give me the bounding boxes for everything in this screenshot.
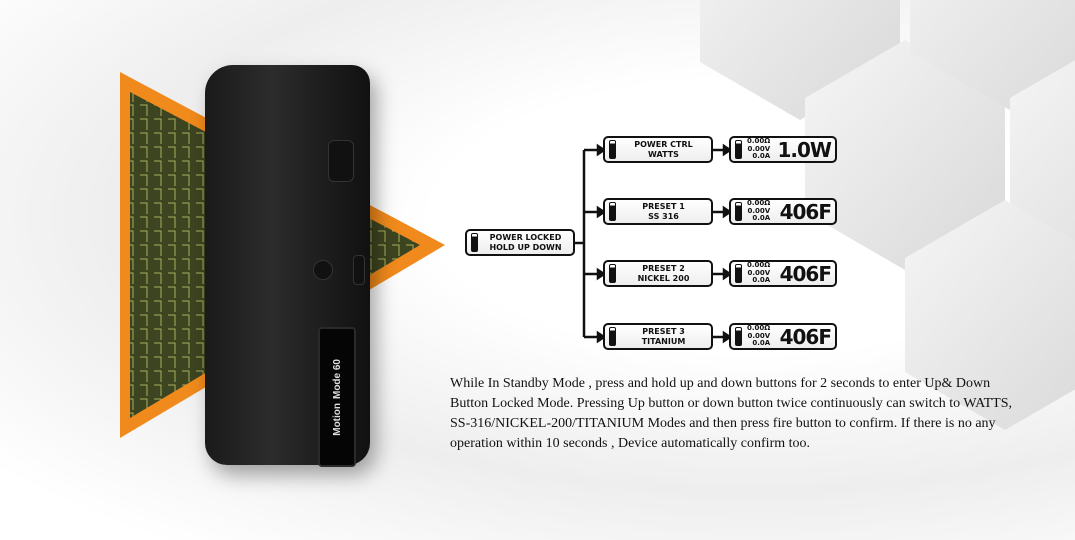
battery-icon <box>609 202 616 221</box>
battery-icon <box>735 202 742 221</box>
resistance-reading: 0.00Ω <box>747 324 771 333</box>
voltage-reading: 0.00V <box>747 268 771 277</box>
battery-icon <box>609 327 616 346</box>
voltage-reading: 0.00V <box>747 331 771 340</box>
hexagon-decoration <box>1010 60 1075 250</box>
display-value: 1.0W <box>777 137 832 162</box>
display-value: 406F <box>779 261 832 286</box>
voltage-reading: 0.00V <box>747 206 771 215</box>
mode-label: SS 316 <box>648 211 679 221</box>
mode-label: WATTS <box>648 149 679 159</box>
vape-mod-device: Mode 60 Motion <box>205 65 370 467</box>
box-label: POWER LOCKED <box>489 232 562 242</box>
mode-label: TITANIUM <box>641 336 686 346</box>
battery-icon <box>471 233 478 252</box>
mode-label: PRESET 1 <box>642 201 685 211</box>
resistance-reading: 0.00Ω <box>747 137 771 146</box>
current-reading: 0.0A <box>752 276 771 285</box>
side-button <box>353 255 365 285</box>
current-reading: 0.0A <box>752 339 771 348</box>
mode-label: PRESET 3 <box>642 326 685 336</box>
box-label: HOLD UP DOWN <box>489 242 562 252</box>
battery-icon <box>609 264 616 283</box>
mode-label: POWER CTRL <box>634 139 693 149</box>
mode-label: PRESET 2 <box>642 263 685 273</box>
description-text: While In Standby Mode , press and hold u… <box>450 376 1013 451</box>
adjust-button <box>313 260 333 280</box>
fire-button <box>328 140 354 182</box>
battery-icon <box>735 327 742 346</box>
mode-label: NICKEL 200 <box>637 273 690 283</box>
hexagon-decoration <box>905 200 1075 430</box>
resistance-reading: 0.00Ω <box>747 261 771 270</box>
device-screen: Mode 60 Motion <box>318 327 356 467</box>
resistance-reading: 0.00Ω <box>747 199 771 208</box>
display-value: 406F <box>779 199 832 224</box>
voltage-reading: 0.00V <box>747 144 771 153</box>
display-value: 406F <box>779 324 832 349</box>
hexagon-decoration <box>910 0 1075 110</box>
current-reading: 0.0A <box>752 152 771 161</box>
battery-icon <box>609 140 616 159</box>
battery-icon <box>735 264 742 283</box>
current-reading: 0.0A <box>752 214 771 223</box>
hexagon-decoration <box>805 40 1005 270</box>
battery-icon <box>735 140 742 159</box>
